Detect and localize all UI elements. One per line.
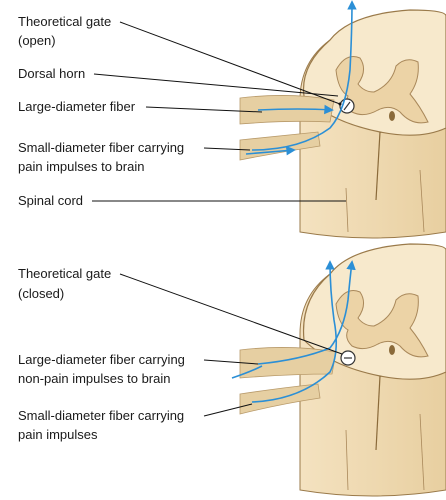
large-fiber-leader-2 bbox=[203, 359, 259, 365]
pain-impulse-arrow bbox=[251, 0, 357, 151]
panel-gate-closed: Theoretical gate (closed) Large-diameter… bbox=[18, 243, 446, 497]
small-fiber-label-line2: pain impulses to brain bbox=[18, 159, 144, 174]
small-fiber-label-line1: Small-diameter fiber carrying bbox=[18, 140, 184, 155]
spinal-cord-label: Spinal cord bbox=[18, 193, 83, 208]
small-fiber-leader-2 bbox=[203, 403, 253, 417]
gate-open-label-line2: (open) bbox=[18, 33, 56, 48]
dorsal-horn-leader bbox=[93, 73, 339, 97]
panel-gate-open: Theoretical gate (open) Dorsal horn Larg… bbox=[18, 0, 446, 239]
small-fiber-label-2-line1: Small-diameter fiber carrying bbox=[18, 408, 184, 423]
small-fiber-label-2-line2: pain impulses bbox=[18, 427, 98, 442]
gate-closed-label-line1: Theoretical gate bbox=[18, 266, 111, 281]
dorsal-horn-label: Dorsal horn bbox=[18, 66, 85, 81]
gate-closed-leader bbox=[119, 273, 343, 355]
gate-open-leader bbox=[119, 21, 341, 105]
large-fiber-arrow bbox=[257, 104, 334, 115]
large-fiber-leader bbox=[145, 106, 263, 113]
spinal-cord-section-2 bbox=[299, 243, 446, 497]
spinal-cord-section bbox=[299, 9, 446, 239]
non-pain-impulse-arrow bbox=[257, 260, 356, 365]
small-fiber-leader bbox=[203, 147, 251, 151]
large-fiber-label: Large-diameter fiber bbox=[18, 99, 136, 114]
large-fiber-label-2-line1: Large-diameter fiber carrying bbox=[18, 352, 185, 367]
gate-open-label-line1: Theoretical gate bbox=[18, 14, 111, 29]
blocked-pain-arrow bbox=[251, 260, 338, 403]
large-fiber-label-2-line2: non-pain impulses to brain bbox=[18, 371, 170, 386]
small-fiber-entry-arrow bbox=[245, 145, 296, 156]
gate-closed-label-line2: (closed) bbox=[18, 286, 64, 301]
large-fiber-root-2 bbox=[239, 347, 337, 379]
theoretical-gate-closed bbox=[340, 350, 356, 366]
large-fiber-entry-arrow-2 bbox=[231, 365, 263, 379]
